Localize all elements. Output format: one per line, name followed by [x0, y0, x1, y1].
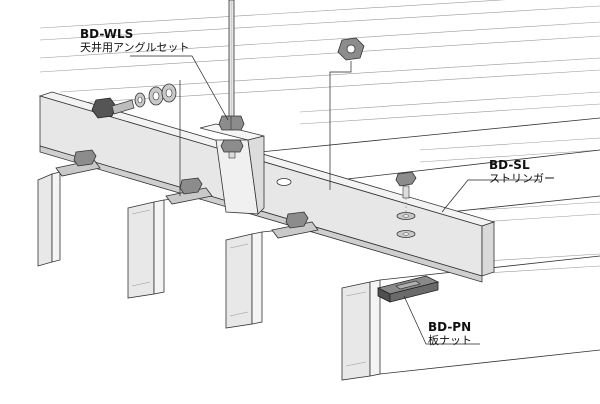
plate-nut — [376, 275, 440, 303]
leader-nut — [329, 61, 352, 190]
leader-wls — [130, 55, 229, 121]
leader-sl — [441, 179, 540, 213]
louver-panel-3 — [225, 231, 263, 329]
rod-nut-upper — [218, 115, 245, 131]
ceiling-angle-bracket — [199, 123, 265, 215]
label-bd-pn: BD-PN 板ナット — [428, 320, 472, 347]
flat-washer-large — [161, 83, 177, 103]
label-bd-pn-desc: 板ナット — [428, 333, 472, 347]
louver-panel-2 — [127, 199, 165, 299]
stringer-slot — [276, 178, 292, 186]
panel-clip-2 — [165, 177, 213, 205]
spring-washer — [134, 92, 146, 108]
panel-clip-1 — [55, 149, 101, 177]
label-bd-wls-desc: 天井用アングルセット — [80, 40, 190, 54]
label-bd-wls-code: BD-WLS — [80, 27, 134, 41]
hanger-rod — [228, 0, 235, 119]
washer-hole-upper — [402, 214, 410, 218]
label-bd-sl-desc: ストリンガー — [489, 171, 555, 185]
label-bd-wls: BD-WLS 天井用アングルセット — [80, 27, 190, 54]
louver-panel-4 — [341, 279, 381, 381]
hex-nut-loose — [337, 37, 365, 61]
flat-washer-small — [148, 86, 164, 106]
label-bd-pn-code: BD-PN — [428, 320, 472, 334]
washer-hole-lower — [402, 232, 410, 236]
rod-nut-lower — [220, 139, 244, 159]
panel-clip-3 — [271, 211, 319, 239]
hex-bolt — [91, 97, 135, 119]
label-bd-sl: BD-SL ストリンガー — [489, 158, 555, 185]
stringer-angle — [38, 91, 496, 283]
louver-panel-1 — [37, 171, 61, 267]
leader-pn — [403, 295, 480, 345]
label-bd-sl-code: BD-SL — [489, 158, 530, 172]
